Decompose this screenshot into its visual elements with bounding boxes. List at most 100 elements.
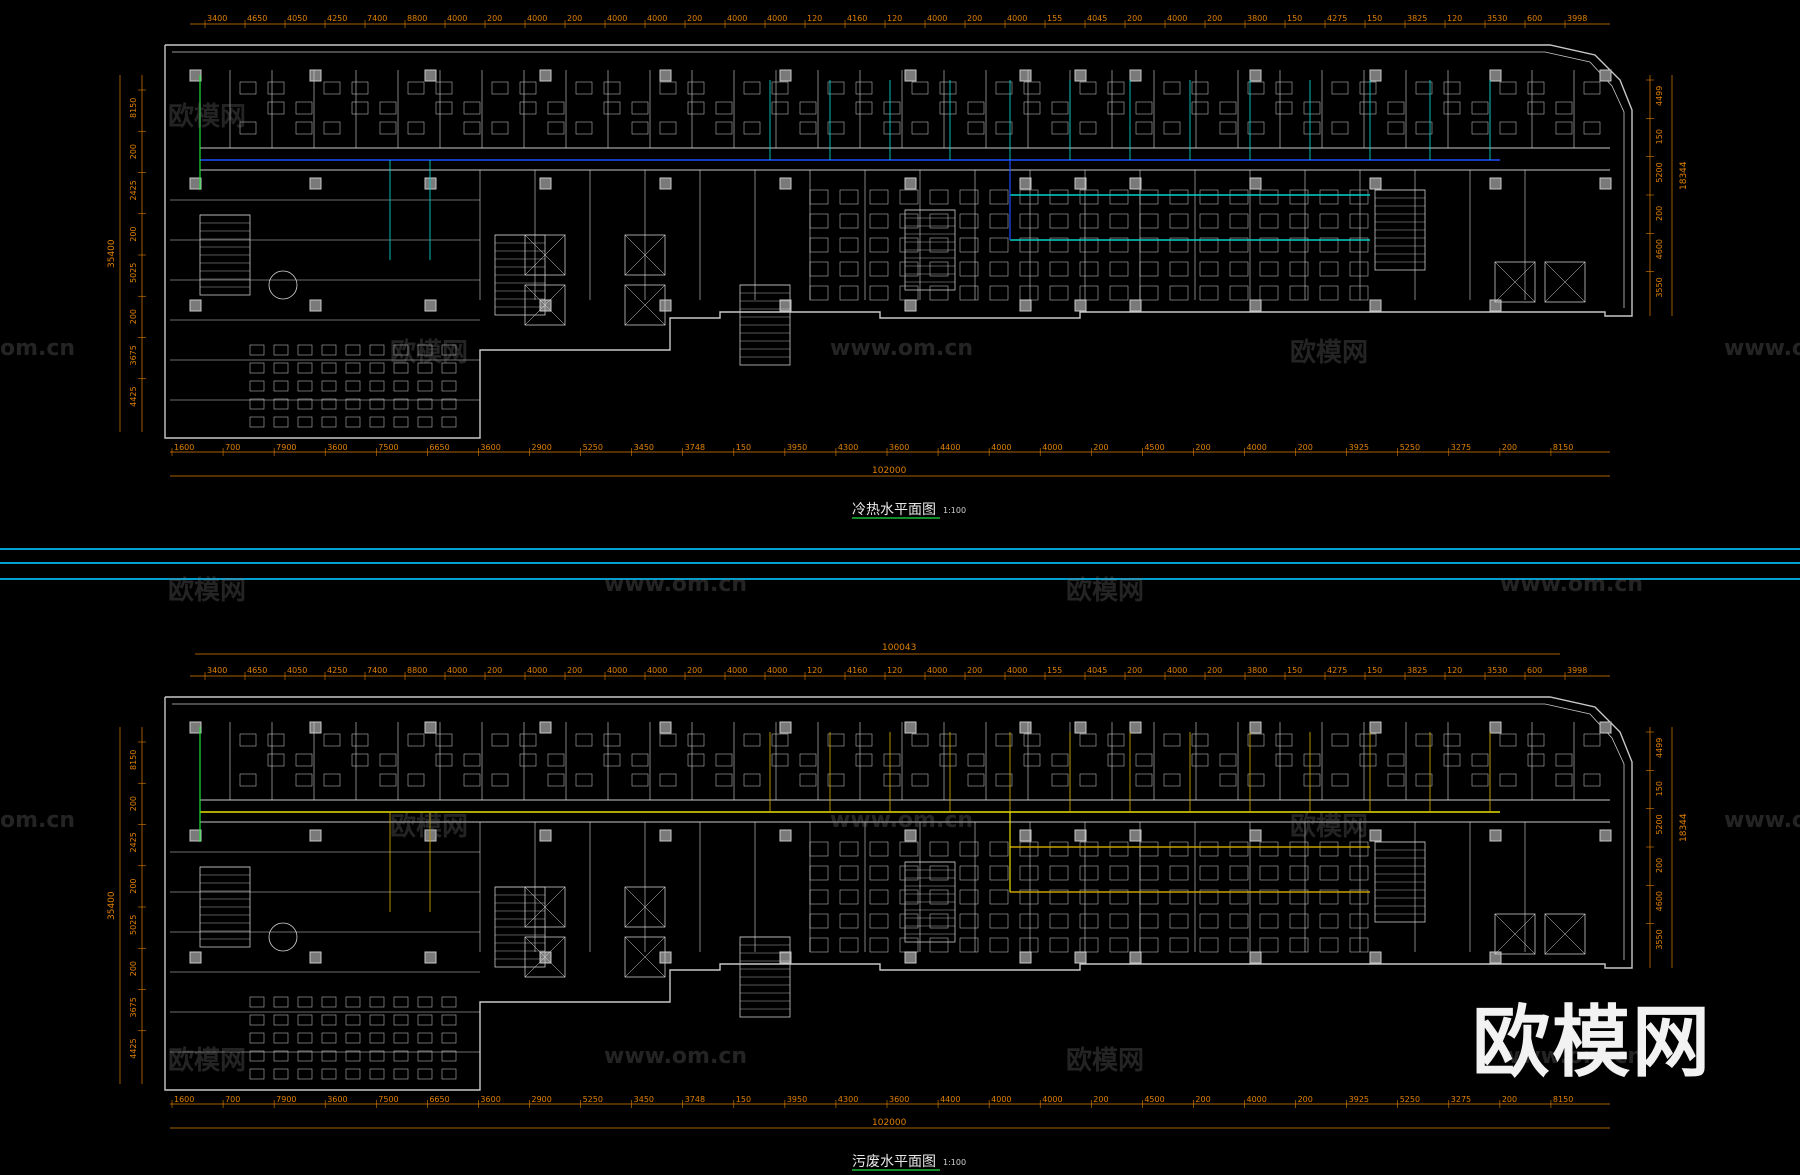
dimension-label-bottom: 6650 xyxy=(429,1095,449,1104)
dimension-label-top: 120 xyxy=(807,666,822,675)
furniture-item xyxy=(1499,121,1517,135)
furniture-item xyxy=(1247,121,1265,135)
furniture-item xyxy=(1349,285,1369,301)
dimension-label-top: 3998 xyxy=(1567,666,1587,675)
dimension-label-bottom: 4500 xyxy=(1144,443,1164,452)
furniture-item xyxy=(1169,213,1189,229)
furniture-item xyxy=(1527,733,1545,747)
watermark-url: www.om.cn xyxy=(1724,336,1800,361)
dimension-label-bottom: 200 xyxy=(1195,443,1210,452)
furniture-item xyxy=(1023,81,1041,95)
structural-column xyxy=(779,829,792,842)
watermark-url: www.om.cn xyxy=(1500,572,1644,597)
watermark-url: om.cn xyxy=(0,336,76,361)
furniture-item xyxy=(1303,753,1321,767)
furniture-item xyxy=(1219,101,1237,115)
furniture-item xyxy=(899,865,919,881)
furniture-item xyxy=(1319,937,1339,953)
dimension-label-top: 200 xyxy=(487,14,502,23)
furniture-item xyxy=(1199,889,1219,905)
dimension-label-bottom: 4000 xyxy=(1042,443,1062,452)
furniture-item xyxy=(1387,753,1405,767)
dimension-label-top: 150 xyxy=(1367,666,1382,675)
furniture-item xyxy=(1109,865,1129,881)
furniture-item xyxy=(297,1050,313,1062)
furniture-item xyxy=(883,101,901,115)
furniture-item xyxy=(345,344,361,356)
structural-column xyxy=(309,177,322,190)
structural-column xyxy=(1249,69,1262,82)
structural-column xyxy=(539,829,552,842)
dimension-label-bottom: 3275 xyxy=(1451,1095,1471,1104)
structural-column xyxy=(309,721,322,734)
dimension-label-top: 4000 xyxy=(1007,666,1027,675)
furniture-item xyxy=(1019,937,1039,953)
furniture-item xyxy=(273,362,289,374)
furniture-item xyxy=(393,1068,409,1080)
structural-column xyxy=(904,69,917,82)
furniture-item xyxy=(297,416,313,428)
furniture-item xyxy=(1229,937,1249,953)
elevator-cross xyxy=(524,234,566,276)
elevator-shaft xyxy=(524,886,566,928)
furniture-item xyxy=(1387,121,1405,135)
watermark-url: www.om.cn xyxy=(1500,1044,1644,1069)
furniture-item xyxy=(575,121,593,135)
structural-column xyxy=(1249,951,1262,964)
dimension-label-top: 4250 xyxy=(327,666,347,675)
furniture-item xyxy=(1275,81,1293,95)
furniture-item xyxy=(463,121,481,135)
furniture-item xyxy=(323,733,341,747)
furniture-item xyxy=(1049,261,1069,277)
furniture-item xyxy=(839,913,859,929)
furniture-item xyxy=(1079,841,1099,857)
furniture-item xyxy=(967,121,985,135)
furniture-item xyxy=(393,380,409,392)
furniture-item xyxy=(441,1014,457,1026)
dimension-label-bottom: 3600 xyxy=(889,443,909,452)
dimension-label-top: 600 xyxy=(1527,14,1542,23)
furniture-item xyxy=(827,733,845,747)
furniture-item xyxy=(911,733,929,747)
furniture-item xyxy=(1139,841,1159,857)
furniture-item xyxy=(1199,865,1219,881)
furniture-item xyxy=(1019,841,1039,857)
furniture-item xyxy=(989,189,1009,205)
structural-column xyxy=(1489,299,1502,312)
furniture-item xyxy=(1229,237,1249,253)
furniture-item xyxy=(603,81,621,95)
furniture-item xyxy=(1359,733,1377,747)
furniture-item xyxy=(1139,213,1159,229)
furniture-item xyxy=(1019,865,1039,881)
furniture-item xyxy=(827,81,845,95)
furniture-item xyxy=(869,237,889,253)
elevator-shaft xyxy=(524,936,566,978)
furniture-item xyxy=(1139,189,1159,205)
dimension-label-bottom: 3950 xyxy=(787,443,807,452)
furniture-item xyxy=(321,1014,337,1026)
furniture-item xyxy=(959,261,979,277)
furniture-item xyxy=(1109,937,1129,953)
furniture-item xyxy=(1139,261,1159,277)
furniture-item xyxy=(1169,189,1189,205)
elevator-shaft xyxy=(624,234,666,276)
furniture-item xyxy=(1349,865,1369,881)
furniture-item xyxy=(463,773,481,787)
furniture-item xyxy=(1415,81,1433,95)
dimension-label-right: 3550 xyxy=(1655,277,1664,297)
furniture-item xyxy=(959,865,979,881)
furniture-item xyxy=(441,398,457,410)
furniture-item xyxy=(267,101,285,115)
plan-scale: 1:100 xyxy=(943,506,967,515)
furniture-item xyxy=(1163,81,1181,95)
furniture-item xyxy=(417,1014,433,1026)
furniture-item xyxy=(687,733,705,747)
furniture-item xyxy=(631,121,649,135)
furniture-item xyxy=(799,753,817,767)
furniture-item xyxy=(911,121,929,135)
furniture-item xyxy=(1359,753,1377,767)
furniture-item xyxy=(715,753,733,767)
furniture-item xyxy=(929,913,949,929)
